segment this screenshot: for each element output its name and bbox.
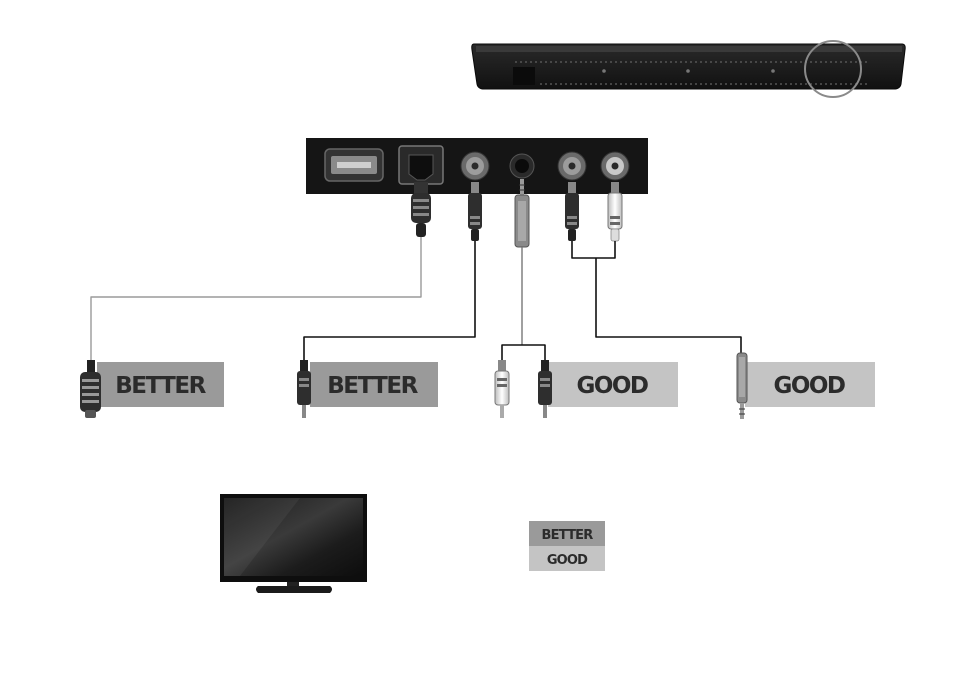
rca-white-plug-label [495,360,509,418]
legend-better-text: BETTER [542,528,594,543]
legend-good-text: GOOD [547,553,588,568]
cables [91,237,741,362]
rca-port-right [601,152,629,180]
television-icon [220,494,367,593]
rca-cable-left [572,241,596,258]
rca-to-aux-cable [596,258,741,355]
legend: BETTER GOOD [529,521,605,571]
label-optical: BETTER [97,362,224,407]
coaxial-port [461,152,489,180]
coaxial-cable [304,241,475,362]
optical-cable [91,237,421,362]
label-aux: GOOD [745,362,875,407]
rca-port-left [558,152,586,180]
aux-split-cable [502,345,545,362]
usb-port [325,149,383,181]
rca-cable-right [596,241,615,258]
label-aux-text: GOOD [773,373,844,399]
soundbar-icon [472,41,905,97]
label-rca: GOOD [548,362,678,407]
label-rca-text: GOOD [576,373,647,399]
optical-plug-panel [411,182,431,237]
aux-plug-label [737,353,747,419]
coaxial-plug-label [297,360,311,418]
aux-port [510,154,534,178]
label-optical-text: BETTER [115,373,206,399]
label-coaxial-text: BETTER [327,373,418,399]
label-coaxial: BETTER [310,362,438,407]
optical-port [399,146,443,184]
